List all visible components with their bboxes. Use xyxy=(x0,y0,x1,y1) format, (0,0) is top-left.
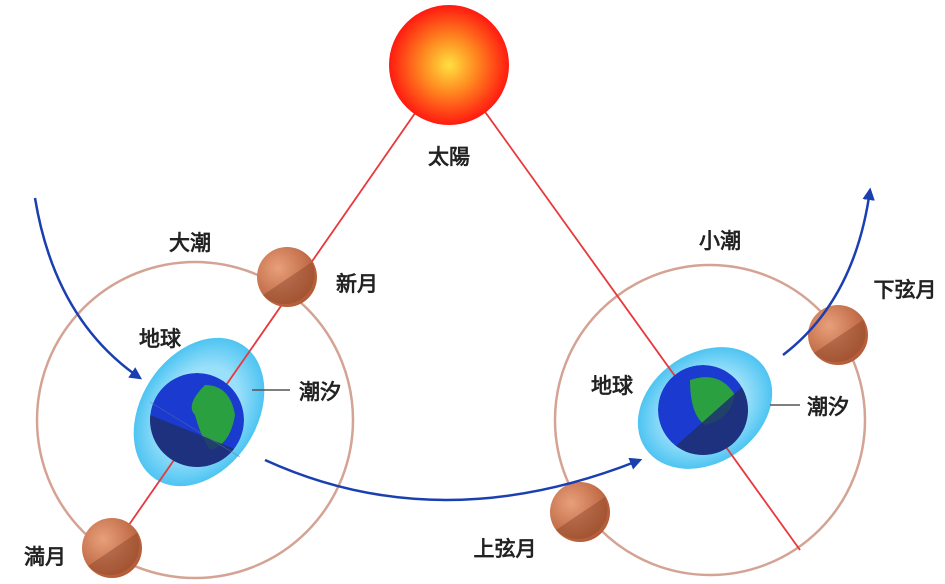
orbit-arrow-bottom xyxy=(264,457,643,502)
moon-first-quarter xyxy=(550,482,610,542)
orbit-arrow-left xyxy=(33,197,143,380)
moon-full xyxy=(82,518,142,578)
label-tide-left: 潮汐 xyxy=(299,380,341,404)
label-full-moon: 満月 xyxy=(24,545,66,569)
moon-last-quarter xyxy=(808,305,868,365)
orbit-arrow-right xyxy=(782,187,875,356)
sun xyxy=(389,5,509,125)
label-neap-tide: 小潮 xyxy=(699,229,741,253)
label-tide-right: 潮汐 xyxy=(807,395,849,419)
sun-line-right xyxy=(454,69,801,551)
moon-new xyxy=(257,247,317,307)
sun-line-left xyxy=(107,69,446,556)
orbit-right xyxy=(553,263,867,577)
label-last-quarter: 下弦月 xyxy=(874,278,937,302)
label-spring-tide: 大潮 xyxy=(169,231,211,255)
earth-right xyxy=(658,365,748,455)
label-earth-left: 地球 xyxy=(139,327,182,351)
orbit-left xyxy=(35,260,355,580)
label-first-quarter: 上弦月 xyxy=(474,537,537,561)
label-sun: 太陽 xyxy=(428,145,470,169)
label-earth-right: 地球 xyxy=(591,374,634,398)
label-new-moon: 新月 xyxy=(336,272,378,296)
